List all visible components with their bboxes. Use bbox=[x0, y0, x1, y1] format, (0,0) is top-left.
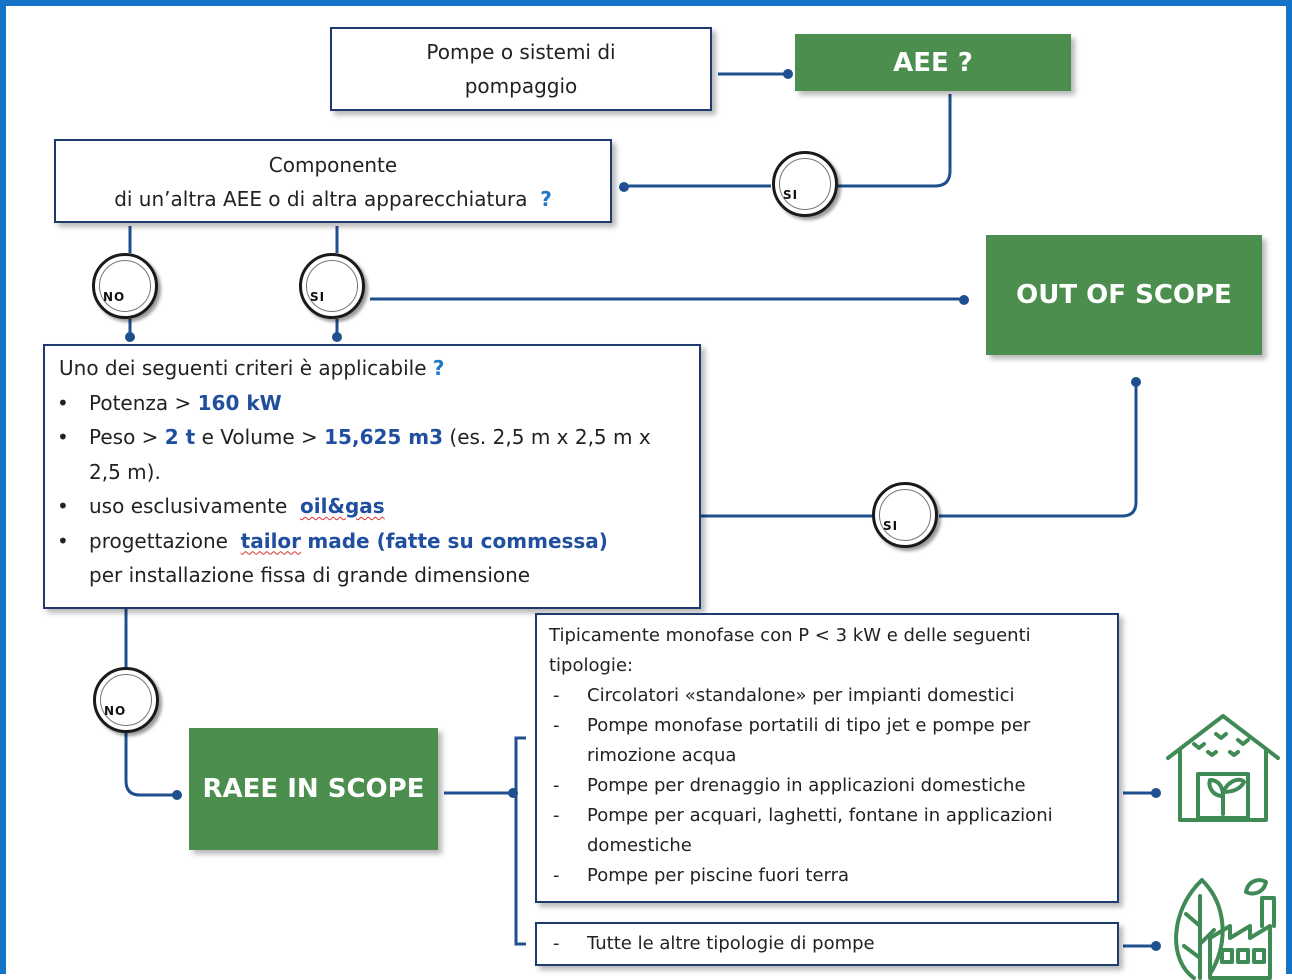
typical-item: Pompe per acquari, laghetti, fontane in … bbox=[545, 801, 1107, 861]
typical-item: Circolatori «standalone» per impianti do… bbox=[545, 681, 1107, 711]
leaf-factory-icon bbox=[1174, 878, 1276, 980]
out-of-scope-label: OUT OF SCOPE bbox=[1016, 280, 1232, 310]
criterion-weight-volume: Peso > 2 t e Volume > 15,625 m3 (es. 2,5… bbox=[45, 420, 699, 489]
typical-item: Pompe per drenaggio in applicazioni dome… bbox=[545, 771, 1107, 801]
criterion-power: Potenza > 160 kW bbox=[45, 386, 699, 421]
house-plant-icon bbox=[1166, 714, 1280, 822]
pumps-node: Pompe o sistemi di pompaggio bbox=[330, 27, 712, 111]
criteria-list: Potenza > 160 kW Peso > 2 t e Volume > 1… bbox=[45, 386, 699, 593]
component-node: Componente di un’altra AEE o di altra ap… bbox=[54, 139, 612, 223]
typical-item: Pompe per piscine fuori terra bbox=[545, 861, 1107, 891]
no-decision-circle: NO bbox=[92, 253, 158, 319]
raee-in-scope-label: RAEE IN SCOPE bbox=[202, 774, 425, 804]
question-mark: ? bbox=[432, 356, 445, 380]
component-line1: Componente bbox=[268, 153, 398, 177]
criterion-tailor-made: progettazione tailor made (fatte su comm… bbox=[45, 524, 699, 593]
si-decision-circle: SI bbox=[872, 482, 938, 548]
other-types-label: Tutte le altre tipologie di pompe bbox=[545, 924, 1117, 964]
aee-label: AEE ? bbox=[893, 47, 973, 78]
si-decision-circle: SI bbox=[772, 151, 838, 217]
criteria-node: Uno dei seguenti criteri è applicabile ?… bbox=[43, 344, 701, 609]
question-mark: ? bbox=[540, 187, 552, 211]
no-decision-circle: NO bbox=[93, 667, 159, 733]
typical-intro: Tipicamente monofase con P < 3 kW e dell… bbox=[549, 625, 1031, 676]
typical-list: Circolatori «standalone» per impianti do… bbox=[545, 681, 1107, 891]
pumps-label: Pompe o sistemi di pompaggio bbox=[426, 40, 616, 98]
aee-node: AEE ? bbox=[795, 34, 1071, 91]
raee-in-scope-node: RAEE IN SCOPE bbox=[189, 728, 438, 850]
other-types-node: Tutte le altre tipologie di pompe bbox=[535, 922, 1119, 966]
criteria-title: Uno dei seguenti criteri è applicabile bbox=[59, 356, 427, 380]
criterion-oil-gas: uso esclusivamente oil&gas bbox=[45, 489, 699, 524]
out-of-scope-node: OUT OF SCOPE bbox=[986, 235, 1262, 355]
typical-item: Pompe monofase portatili di tipo jet e p… bbox=[545, 711, 1107, 771]
component-line2: di un’altra AEE o di altra apparecchiatu… bbox=[114, 187, 528, 211]
typical-types-node: Tipicamente monofase con P < 3 kW e dell… bbox=[535, 613, 1119, 903]
connector-lines bbox=[124, 69, 1161, 951]
si-decision-circle: SI bbox=[299, 253, 365, 319]
